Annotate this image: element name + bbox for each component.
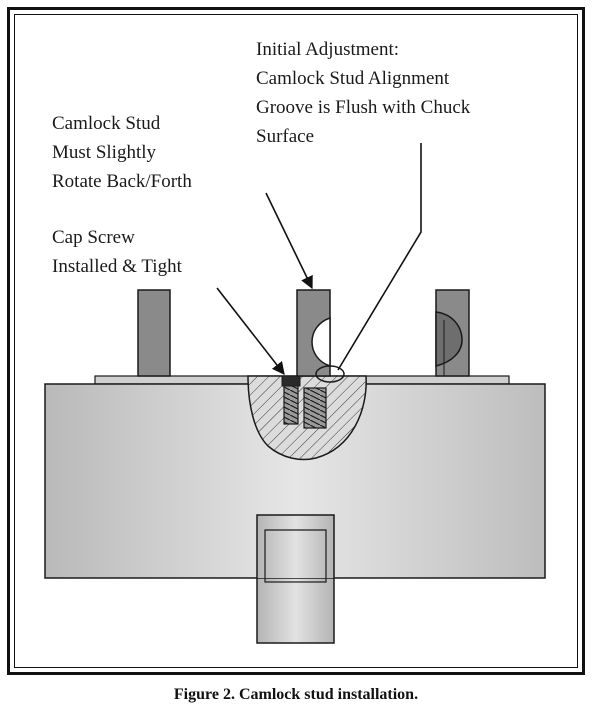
label-line: Groove is Flush with Chuck: [256, 97, 471, 118]
leader-camlock-stud: [265, 192, 313, 290]
alignment-groove-marker: [315, 365, 345, 383]
label-line: Camlock Stud: [52, 113, 161, 134]
label-line: Camlock Stud Alignment: [256, 68, 450, 89]
figure-caption: Figure 2. Camlock stud installation.: [173, 686, 419, 703]
right-stud: [435, 289, 470, 377]
label-line: Rotate Back/Forth: [52, 171, 192, 192]
stud-thread: [303, 387, 327, 429]
label-line: Must Slightly: [52, 142, 156, 163]
left-stud: [137, 289, 171, 377]
label-line: Initial Adjustment:: [256, 39, 400, 60]
label-camlock-stud: Camlock Stud Must Slightly Rotate Back/F…: [52, 109, 192, 196]
label-line: Installed & Tight: [52, 256, 182, 277]
figure-frame-inner: [14, 14, 578, 668]
leader-initial-adjustment: [337, 143, 422, 371]
label-cap-screw: Cap Screw Installed & Tight: [52, 223, 182, 281]
leader-cap-screw: [216, 287, 285, 376]
label-initial-adjustment: Initial Adjustment: Camlock Stud Alignme…: [256, 35, 470, 151]
label-line: Surface: [256, 126, 315, 147]
camlock-stud: [296, 289, 345, 383]
label-line: Cap Screw: [52, 227, 135, 248]
section-cutaway: [247, 375, 367, 461]
